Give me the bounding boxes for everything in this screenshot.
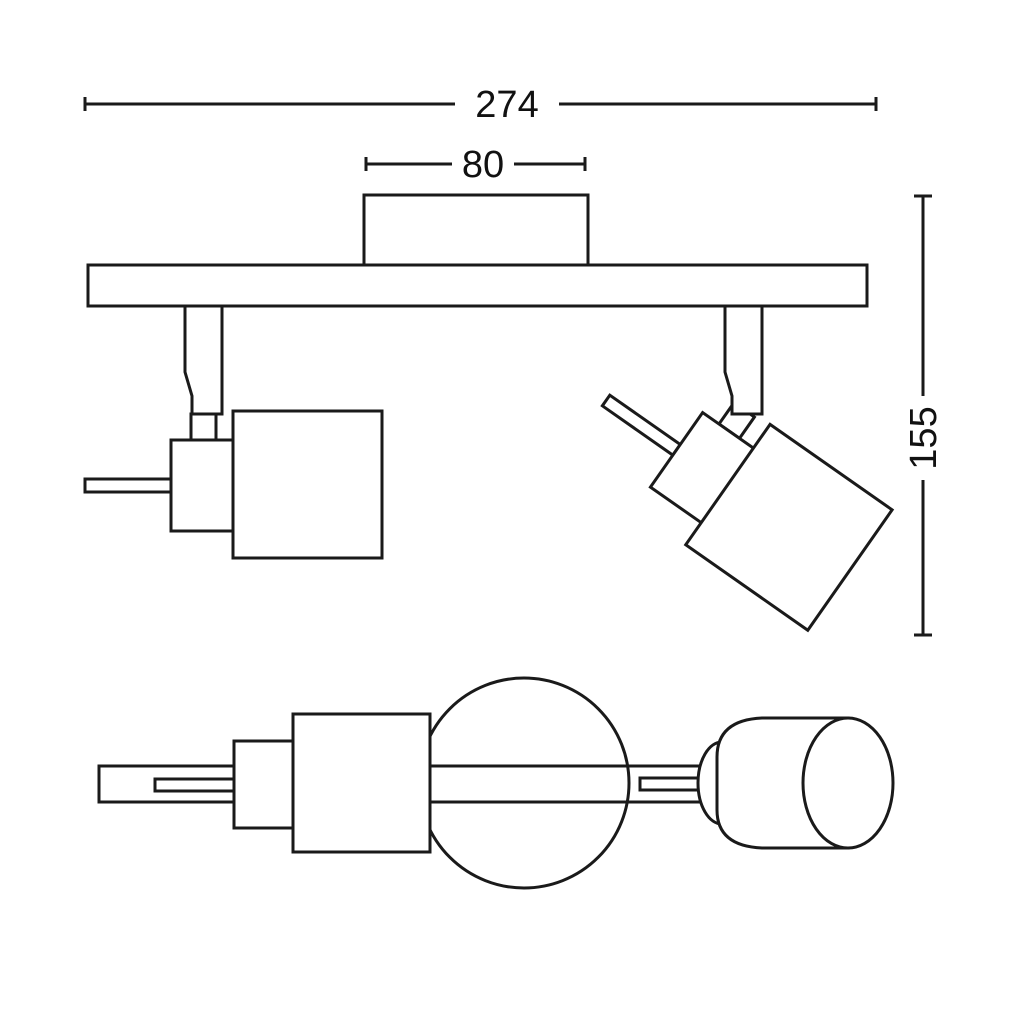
left-spotlight (83, 409, 384, 560)
left-spot-stem (183, 304, 224, 416)
overall-height-dimension: 155 (903, 194, 945, 637)
canopy-width-dimension-label: 80 (462, 144, 504, 186)
right-spot-stem (723, 304, 764, 416)
side-lamp-shade-opening (801, 716, 895, 850)
top-view (97, 676, 895, 890)
front-view: 274 80 155 (83, 84, 945, 637)
lamp-shade-square-top (291, 712, 432, 854)
mounting-canopy (362, 193, 590, 268)
overall-width-dimension: 274 (83, 84, 878, 126)
canopy-width-dimension: 80 (364, 144, 587, 186)
overall-height-dimension-label: 155 (903, 406, 945, 469)
ceiling-bar (86, 263, 869, 308)
canopy-circle (417, 676, 631, 890)
left-arm-slot (153, 777, 236, 793)
right-arm-slot (638, 776, 702, 792)
lamp-holder-top (232, 739, 295, 830)
overall-width-dimension-label: 274 (475, 84, 538, 126)
